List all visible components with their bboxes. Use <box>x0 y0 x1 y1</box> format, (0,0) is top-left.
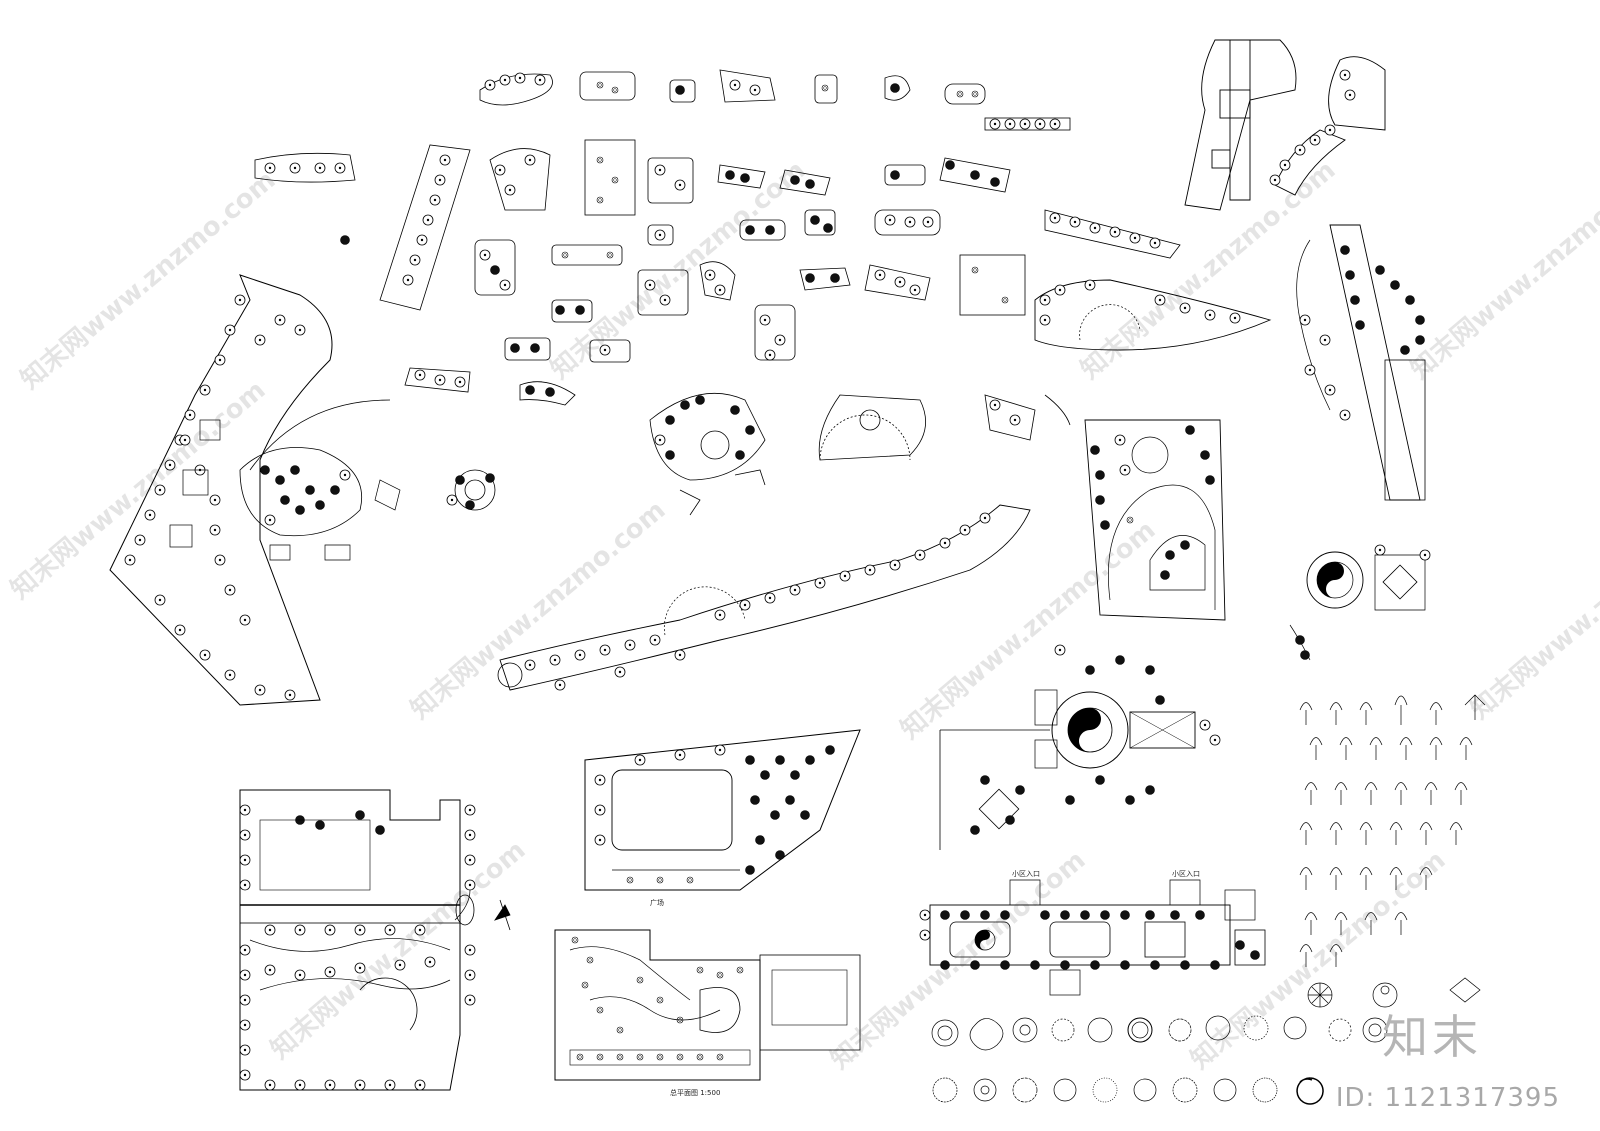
street-plan-entries: 小区入口 小区入口 <box>919 869 1266 996</box>
right-vertical-road <box>1296 224 1426 501</box>
plan-c-label-left: 小区入口 <box>1012 869 1040 878</box>
left-fan-park <box>109 274 401 706</box>
watermark: 知末网www.znzmo.com <box>1465 495 1600 725</box>
watermark: 知末网www.znzmo.com <box>5 375 271 605</box>
yinyang-plaza-right <box>1289 544 1431 661</box>
crescent-park <box>1034 209 1272 351</box>
image-id: ID: 1121317395 <box>1335 1083 1560 1113</box>
watermark: 知末网www.znzmo.com <box>1405 155 1600 385</box>
plan-c-label-right: 小区入口 <box>1172 869 1200 878</box>
small-plot-trees <box>264 72 1061 397</box>
rect-site-center-right <box>1084 419 1226 621</box>
bottom-center-plan: 广场 <box>584 729 861 907</box>
curved-greenway <box>497 504 1031 691</box>
tree-plan-legend <box>931 977 1481 1105</box>
plan-a-title: 总平面图 1:500 <box>670 1088 720 1097</box>
plant-elevation-legend <box>1299 694 1486 967</box>
bottom-left-plan <box>239 789 511 1091</box>
plan-b-label: 广场 <box>650 898 664 907</box>
watermark: 知末网www.znzmo.com <box>15 165 281 395</box>
watermark: 知末网www.znzmo.com <box>895 515 1161 745</box>
watermark: 知末网www.znzmo.com <box>265 835 531 1065</box>
watermark: 知末网www.znzmo.com <box>1075 155 1341 385</box>
central-plaza-trees <box>446 395 1021 510</box>
brand-logo: 知末 <box>1382 1010 1482 1064</box>
watermark: 知末网www.znzmo.com <box>825 845 1091 1075</box>
small-plot-group-top <box>254 69 1071 406</box>
bottom-site-plan: 总平面图 1:500 <box>554 929 861 1097</box>
yinyang-plaza-center <box>939 644 1221 850</box>
central-plazas <box>454 392 1071 516</box>
watermark: 知末网www.znzmo.com <box>405 495 671 725</box>
top-right-street <box>1184 39 1386 211</box>
